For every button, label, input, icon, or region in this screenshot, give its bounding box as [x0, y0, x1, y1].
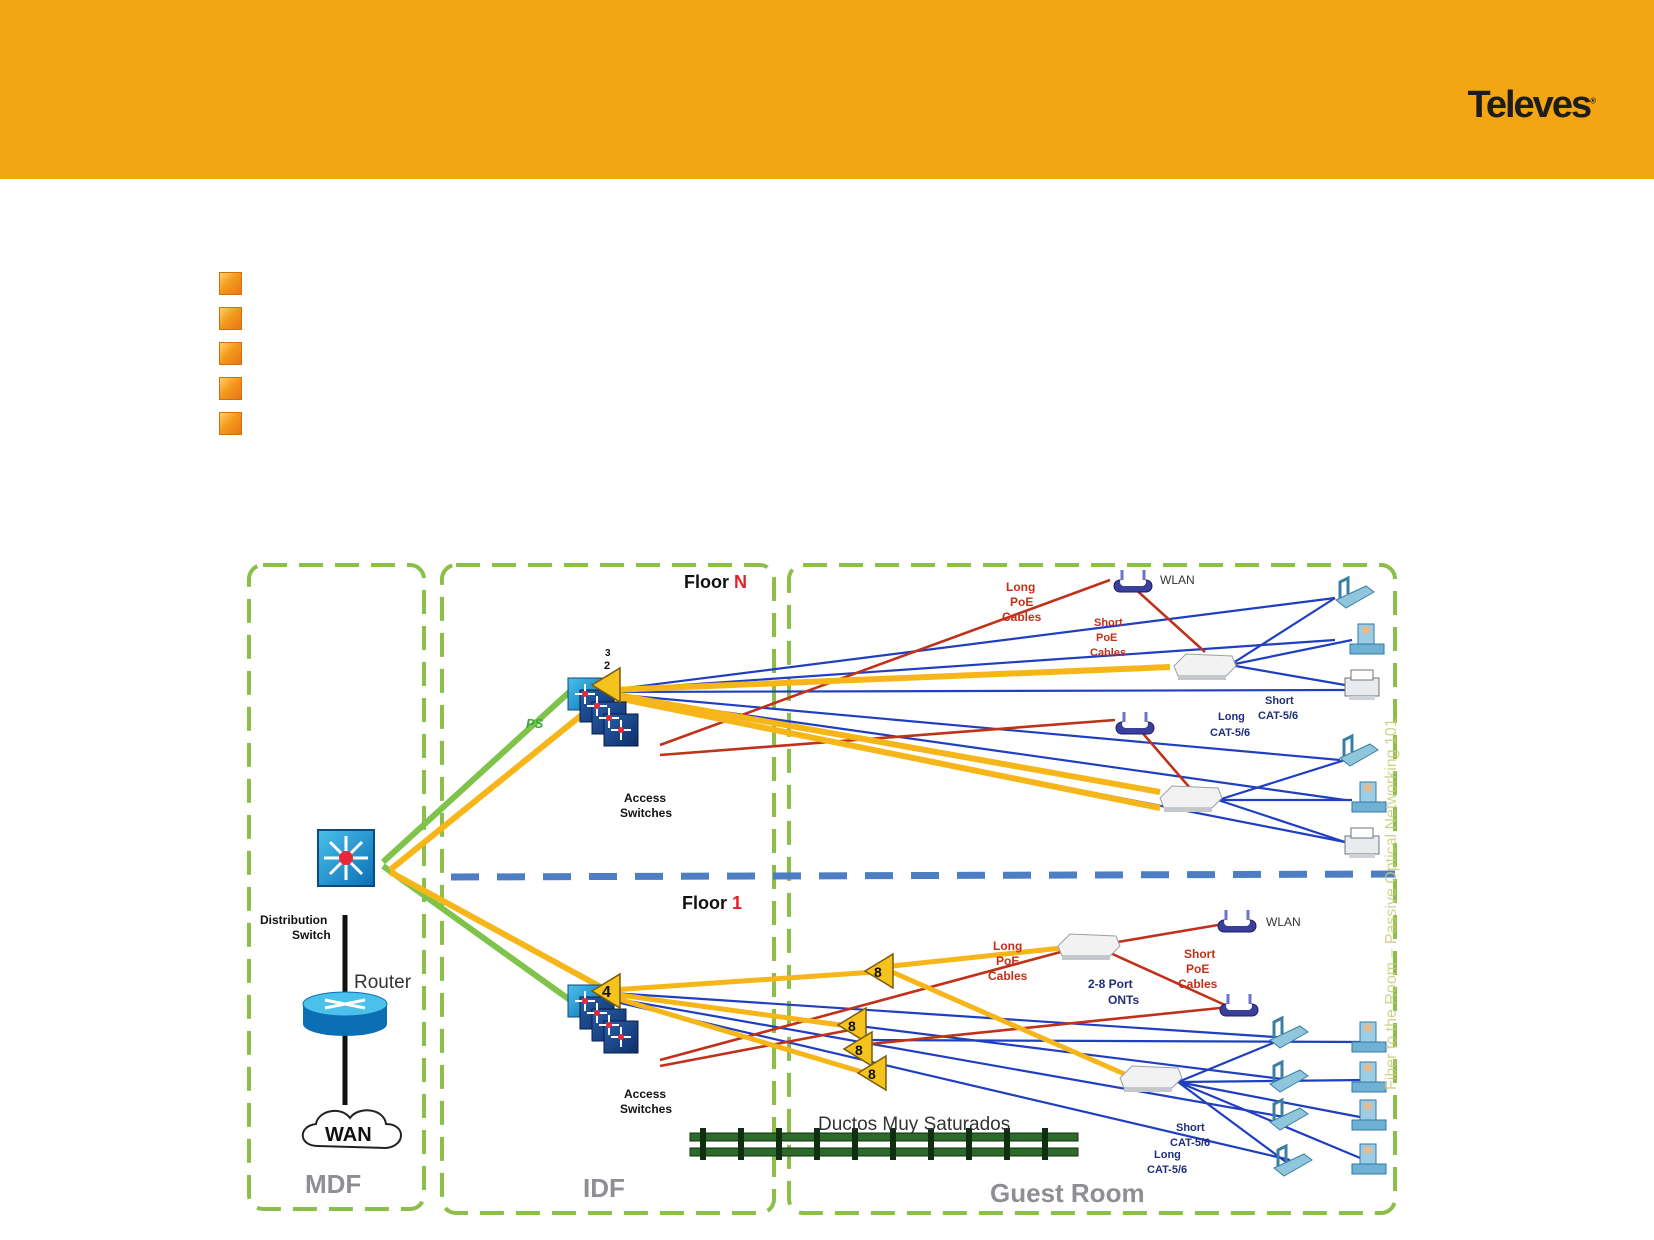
- svg-text:CAT-5/6: CAT-5/6: [1147, 1164, 1187, 1176]
- splitter-top-ratio: 3: [605, 648, 611, 659]
- router-label: Router: [354, 972, 412, 993]
- watermark-label: Fiber to the Room – Passive Optical Netw…: [1383, 718, 1400, 1090]
- televes-logo: Televes®: [1467, 84, 1596, 126]
- svg-text:PoE: PoE: [1010, 595, 1033, 609]
- zone-borders: [247, 563, 1397, 1215]
- svg-text:Switches: Switches: [620, 1102, 672, 1116]
- long-poe-top-label: Long: [1006, 580, 1035, 594]
- svg-text:8: 8: [848, 1018, 856, 1034]
- router-icon: [302, 991, 388, 1036]
- bullet-icon: [219, 377, 242, 400]
- wan-label: WAN: [325, 1124, 372, 1146]
- pc-icon: [1351, 1021, 1387, 1053]
- wlan-ap-icon: [1112, 568, 1154, 594]
- svg-text:CAT-5/6: CAT-5/6: [1210, 727, 1250, 739]
- wlan-ap-icon: [1114, 710, 1156, 736]
- short-cat-bottom-label: Short: [1176, 1122, 1205, 1134]
- ont-icon: [1173, 653, 1237, 681]
- pc-icon: [1351, 781, 1387, 813]
- header-bar: Televes®: [0, 0, 1654, 179]
- svg-text:ONTs: ONTs: [1108, 993, 1139, 1007]
- svg-text:Switches: Switches: [620, 806, 672, 820]
- splitter-bottom-ratio: 4: [602, 984, 611, 1001]
- zone-label-idf: IDF: [583, 1173, 625, 1203]
- svg-text:Cables: Cables: [1178, 977, 1218, 991]
- printer-icon: [1344, 669, 1380, 701]
- floor-divider: [450, 870, 1396, 881]
- zone-label-mdf: MDF: [305, 1169, 361, 1199]
- svg-text:2: 2: [604, 660, 610, 672]
- bullet-icon: [219, 272, 242, 295]
- ont-icon: [1119, 1065, 1183, 1093]
- distribution-switch-icon: [317, 829, 375, 887]
- pc-icon: [1351, 1061, 1387, 1093]
- floor-1-label: Floor 1: [682, 893, 742, 913]
- bullet-icon: [219, 307, 242, 330]
- wlan-top-label: WLAN: [1160, 573, 1195, 587]
- splitter-8-label: 8: [874, 964, 882, 980]
- wlan-ap-icon: [1218, 992, 1260, 1018]
- wan-cloud-icon: [301, 1109, 402, 1150]
- pc-icon: [1351, 1099, 1387, 1131]
- phone-icon: [1272, 1144, 1314, 1178]
- wlan-ap-icon: [1216, 908, 1258, 934]
- wlan-bottom-label: WLAN: [1266, 915, 1301, 929]
- svg-text:8: 8: [868, 1066, 876, 1082]
- long-cat-top-label: Long: [1218, 711, 1245, 723]
- pc-icon: [1349, 623, 1385, 655]
- bullet-icon: [219, 412, 242, 435]
- ont-icon: [1057, 933, 1121, 961]
- access-switches-top-label: Access: [624, 791, 666, 805]
- svg-text:Cables: Cables: [1090, 647, 1126, 659]
- long-cat-bottom-label: Long: [1154, 1149, 1181, 1161]
- short-poe-bottom-label: Short: [1184, 947, 1215, 961]
- svg-text:PoE: PoE: [1186, 962, 1209, 976]
- svg-text:Cables: Cables: [1002, 610, 1042, 624]
- phone-icon: [1268, 1016, 1310, 1050]
- svg-text:PoE: PoE: [996, 954, 1019, 968]
- phone-icon: [1268, 1060, 1310, 1094]
- short-poe-top-label: Short: [1094, 617, 1123, 629]
- svg-text:CAT-5/6: CAT-5/6: [1170, 1137, 1210, 1149]
- svg-text:8: 8: [855, 1042, 863, 1058]
- access-switches-bottom-label: Access: [624, 1087, 666, 1101]
- gps-label: PS: [526, 716, 544, 731]
- phone-icon: [1334, 576, 1376, 610]
- onts-label: 2-8 Port: [1088, 977, 1133, 991]
- svg-text:CAT-5/6: CAT-5/6: [1258, 710, 1298, 722]
- svg-text:Cables: Cables: [988, 969, 1028, 983]
- zone-label-guest-room: Guest Room: [990, 1178, 1145, 1208]
- short-cat-top-label: Short: [1265, 695, 1294, 707]
- floor-n-label: Floor N: [684, 572, 747, 592]
- svg-text:PoE: PoE: [1096, 632, 1117, 644]
- printer-icon: [1344, 827, 1380, 859]
- ductos-label: Ductos Muy Saturados: [818, 1114, 1010, 1135]
- long-poe-bottom-label: Long: [993, 939, 1022, 953]
- bullet-icon: [219, 342, 242, 365]
- distribution-switch-label: Distribution: [260, 913, 327, 927]
- phone-icon: [1338, 734, 1380, 768]
- pc-icon: [1351, 1143, 1387, 1175]
- bullet-list: [219, 272, 242, 447]
- svg-text:Switch: Switch: [292, 928, 331, 942]
- duct-bundle: [689, 1128, 1079, 1160]
- ont-icon: [1159, 785, 1223, 813]
